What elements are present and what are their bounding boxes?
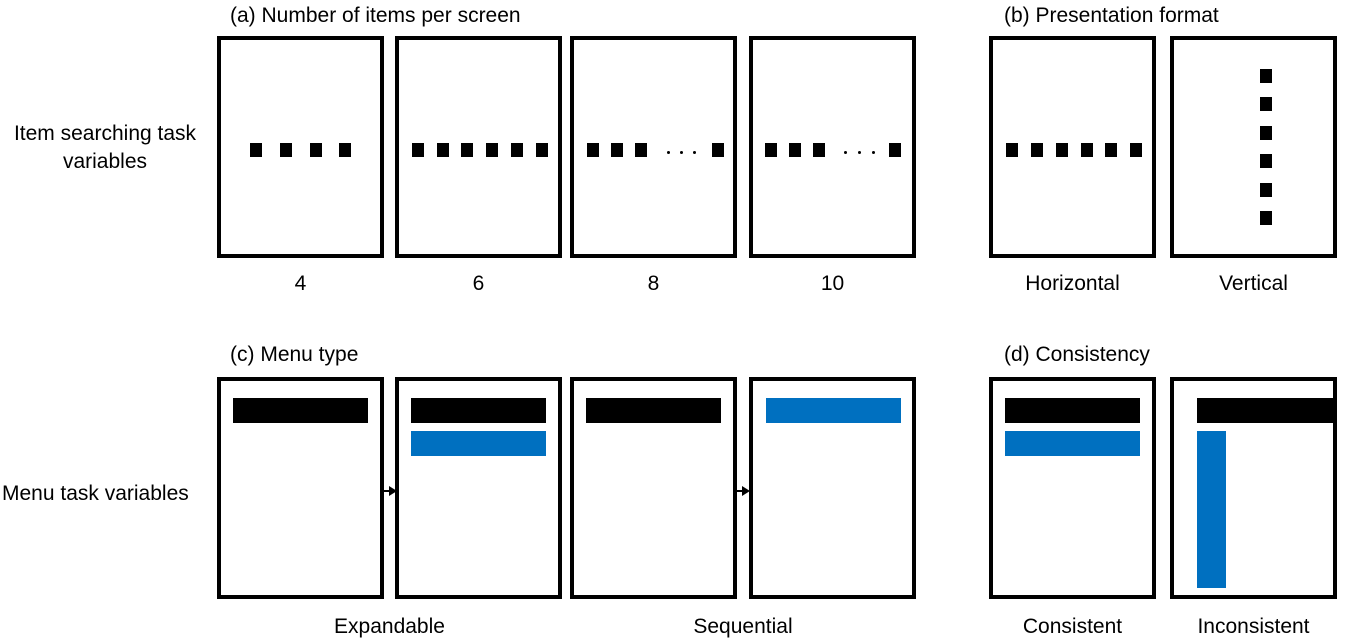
label-sequential: Sequential — [693, 615, 793, 638]
item-square — [1081, 143, 1093, 157]
label-vertical: Vertical — [1219, 272, 1288, 295]
sequential-arrow-head — [742, 486, 750, 496]
ellipsis-dot — [693, 151, 696, 154]
item-square — [1056, 143, 1068, 157]
screen-horizontal — [989, 36, 1156, 258]
item-square — [511, 143, 523, 157]
item-square — [1105, 143, 1117, 157]
sequential-arrow-line — [733, 490, 742, 492]
item-square — [437, 143, 449, 157]
item-square — [587, 143, 599, 157]
item-square — [1260, 183, 1272, 197]
screen-6-items — [395, 36, 562, 258]
screen-sequential-before — [570, 377, 737, 599]
item-square — [412, 143, 424, 157]
ellipsis-dot — [872, 151, 875, 154]
label-8: 8 — [647, 272, 660, 295]
panel-d-title: (d) Consistency — [1004, 343, 1150, 366]
item-square — [250, 143, 262, 157]
row-label-item-searching-line-1: Item searching task — [13, 122, 197, 145]
row-label-item-searching: Item searching task variables — [0, 122, 210, 174]
expandable-arrow-line — [380, 490, 389, 492]
label-10: 10 — [820, 272, 845, 295]
label-6: 6 — [472, 272, 485, 295]
row-label-item-searching-line-2: variables — [62, 150, 148, 173]
screen-sequential-after — [749, 377, 916, 599]
item-square — [1260, 154, 1272, 168]
item-square — [611, 143, 623, 157]
expandable-arrow-head — [389, 486, 397, 496]
panel-c-title: (c) Menu type — [230, 343, 359, 366]
screen-consistent — [989, 377, 1156, 599]
item-square — [712, 143, 724, 157]
label-inconsistent: Inconsistent — [1197, 615, 1310, 638]
item-square — [1260, 211, 1272, 225]
screen-inconsistent — [1170, 377, 1337, 599]
screen-8-items — [570, 36, 737, 258]
ellipsis-dot — [680, 151, 683, 154]
item-square — [536, 143, 548, 157]
menu-bar — [1005, 398, 1140, 423]
submenu-bar — [1197, 431, 1226, 588]
ellipsis-dot — [844, 151, 847, 154]
item-square — [813, 143, 825, 157]
ellipsis-dot — [667, 151, 670, 154]
item-square — [1260, 97, 1272, 111]
item-square — [889, 143, 901, 157]
item-square — [1006, 143, 1018, 157]
panel-b-title: (b) Presentation format — [1004, 4, 1219, 27]
menu-bar — [411, 398, 546, 423]
submenu-bar — [766, 398, 901, 423]
label-horizontal: Horizontal — [1025, 272, 1120, 295]
screen-4-items — [217, 36, 384, 258]
item-square — [765, 143, 777, 157]
screen-vertical — [1170, 36, 1337, 258]
item-square — [789, 143, 801, 157]
screen-10-items — [749, 36, 916, 258]
menu-bar — [1197, 398, 1333, 423]
item-square — [486, 143, 498, 157]
item-square — [461, 143, 473, 157]
screen-expandable-after — [395, 377, 562, 599]
item-square — [1260, 126, 1272, 140]
label-4: 4 — [294, 272, 307, 295]
ellipsis-dot — [858, 151, 861, 154]
item-square — [635, 143, 647, 157]
item-square — [1130, 143, 1142, 157]
item-square — [1260, 69, 1272, 83]
label-expandable: Expandable — [334, 615, 445, 638]
item-square — [1031, 143, 1043, 157]
submenu-bar — [1005, 431, 1140, 456]
panel-a-title: (a) Number of items per screen — [230, 4, 521, 27]
screen-expandable-before — [217, 377, 384, 599]
item-square — [310, 143, 322, 157]
menu-bar — [586, 398, 721, 423]
label-consistent: Consistent — [1022, 615, 1123, 638]
submenu-bar — [411, 431, 546, 456]
row-label-menu: Menu task variables — [2, 482, 189, 505]
menu-bar — [233, 398, 368, 423]
item-square — [280, 143, 292, 157]
item-square — [339, 143, 351, 157]
